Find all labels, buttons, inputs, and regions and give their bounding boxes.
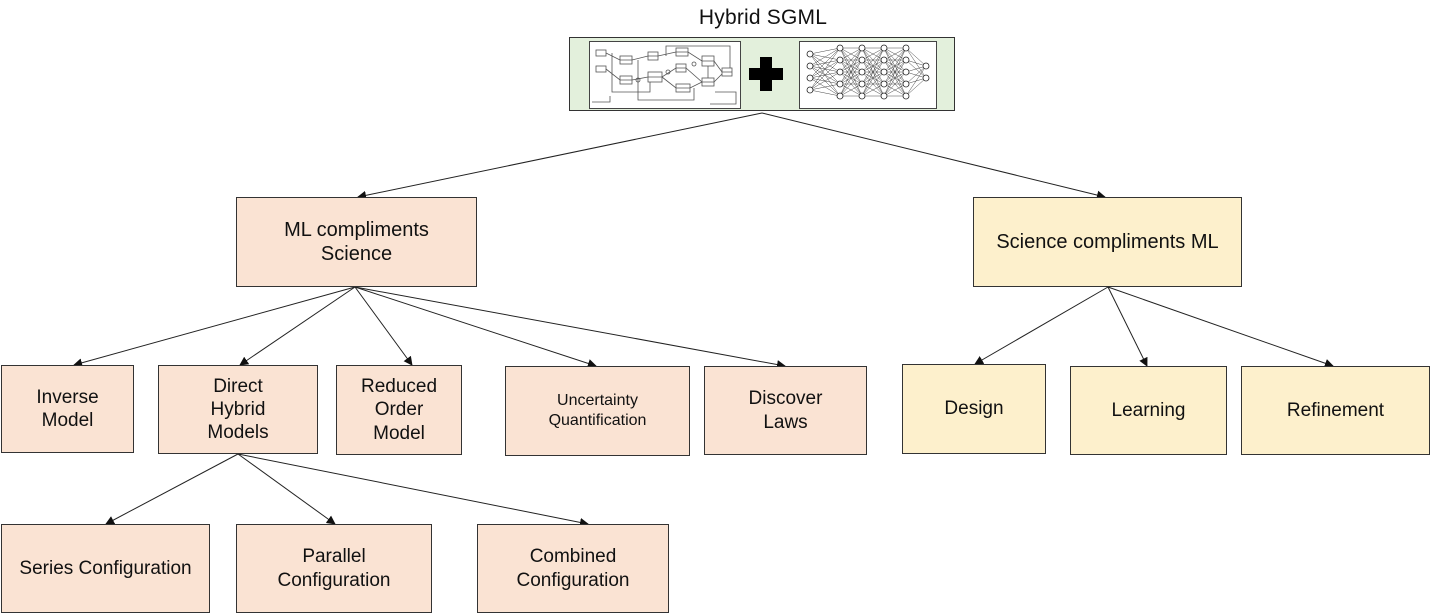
edge-to-design (974, 286, 1109, 365)
plus-icon (747, 55, 785, 93)
neural-network-graphic (806, 44, 930, 100)
edge-to-reduced-order-model (354, 286, 413, 366)
node-design-label: Design (944, 398, 1004, 420)
node-combined-configuration: Combined Configuration (477, 524, 669, 613)
node-inverse-model-label: Inverse Model (36, 386, 99, 431)
node-direct-hybrid-models-label: Direct Hybrid Models (207, 375, 269, 444)
diagram-title: Hybrid SGML (698, 6, 828, 29)
edge-to-inverse-model (73, 286, 356, 368)
edge-to-series-configuration (105, 453, 239, 525)
edge-to-direct-hybrid-models (239, 286, 356, 366)
neural-network-icon (799, 41, 937, 109)
node-inverse-model: Inverse Model (1, 365, 134, 453)
edge-to-parallel-configuration (237, 453, 336, 525)
root-hybrid-sgml-node (569, 37, 955, 111)
node-design: Design (902, 364, 1046, 454)
node-discover-laws-label: Discover Laws (748, 388, 823, 433)
node-science-compliments-ml-label: Science compliments ML (996, 230, 1219, 253)
edge-to-learning (1107, 286, 1148, 367)
node-ml-compliments-science-label: ML compliments Science (284, 218, 429, 265)
node-learning-label: Learning (1111, 399, 1186, 421)
node-science-compliments-ml: Science compliments ML (973, 197, 1242, 287)
edge-to-discover-laws (354, 286, 786, 369)
block-diagram-graphic (592, 45, 737, 105)
node-refinement: Refinement (1241, 366, 1430, 455)
node-direct-hybrid-models: Direct Hybrid Models (158, 365, 318, 454)
node-discover-laws: Discover Laws (704, 366, 867, 455)
node-ml-compliments-science: ML compliments Science (236, 197, 477, 287)
node-learning: Learning (1070, 366, 1227, 455)
edge-root-to-ml-compliments-science (357, 112, 763, 200)
node-uncertainty-quantification-label: Uncertainty Quantification (548, 392, 647, 429)
node-refinement-label: Refinement (1286, 399, 1385, 421)
edge-root-to-science-compliments-ml (761, 112, 1106, 200)
node-series-configuration: Series Configuration (1, 524, 210, 613)
node-uncertainty-quantification: Uncertainty Quantification (505, 366, 690, 456)
node-reduced-order-model: Reduced Order Model (336, 365, 462, 455)
edge-to-uncertainty-quantification (354, 286, 597, 368)
edge-to-refinement (1107, 286, 1334, 368)
block-diagram-icon (589, 41, 741, 109)
node-series-configuration-label: Series Configuration (19, 557, 192, 579)
node-parallel-configuration-label: Parallel Configuration (277, 546, 391, 591)
node-combined-configuration-label: Combined Configuration (516, 546, 630, 591)
node-reduced-order-model-label: Reduced Order Model (360, 376, 438, 444)
edge-to-combined-configuration (237, 453, 589, 527)
node-parallel-configuration: Parallel Configuration (236, 524, 432, 613)
